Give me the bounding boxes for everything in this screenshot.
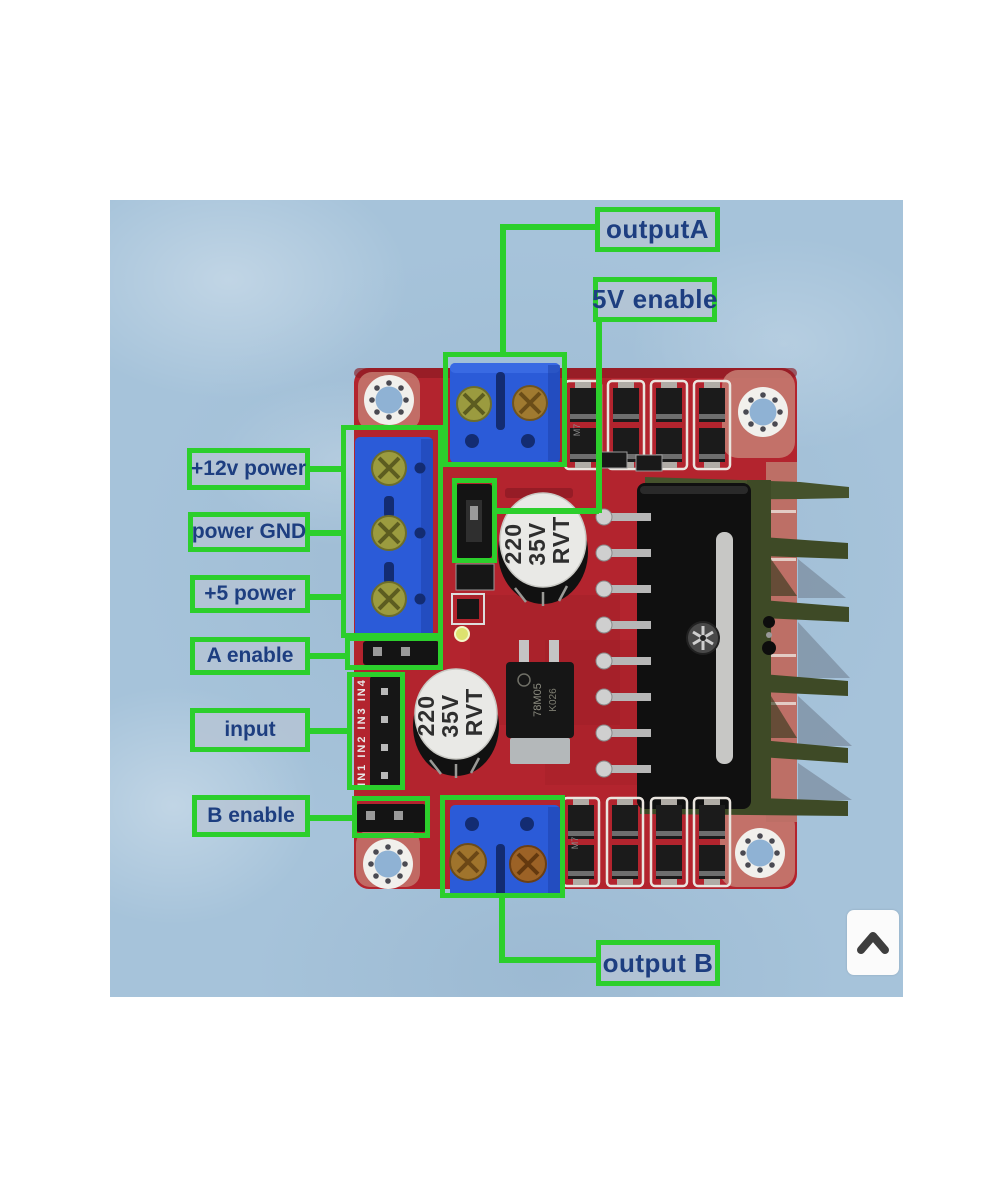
regulator-marking: 78M05 bbox=[532, 683, 544, 717]
chevron-up-icon bbox=[857, 931, 889, 954]
terminal-output-b bbox=[449, 805, 560, 898]
line-5v-enable-v bbox=[596, 322, 602, 513]
l298-chip bbox=[637, 483, 751, 809]
line-output-b-v bbox=[499, 898, 505, 963]
svg-text:M7: M7 bbox=[570, 837, 580, 850]
jumper-b-enable bbox=[356, 804, 426, 832]
label-12v-power: +12v power bbox=[187, 448, 310, 490]
terminal-output-a bbox=[450, 363, 560, 463]
small-components bbox=[451, 451, 663, 642]
led bbox=[454, 626, 470, 642]
svg-text:K026: K026 bbox=[548, 688, 559, 712]
annotation-box-output-b-terminal bbox=[440, 795, 565, 898]
line-5v-enable-h bbox=[497, 508, 599, 514]
line-b-enable bbox=[310, 815, 352, 821]
terminal-power bbox=[355, 437, 433, 637]
label-output-b: output B bbox=[596, 940, 720, 986]
label-5-power: +5 power bbox=[190, 575, 310, 613]
diode-row-top: M7 bbox=[563, 379, 732, 471]
svg-text:220 35V RV: 220 35V RVT bbox=[413, 686, 487, 737]
label-a-enable: A enable bbox=[190, 637, 310, 675]
scroll-top-button[interactable] bbox=[847, 910, 899, 975]
jumper-5v-enable bbox=[456, 484, 492, 558]
diode-marking: M7 bbox=[572, 424, 582, 437]
line-power-gnd bbox=[308, 530, 341, 536]
voltage-regulator: 78M05 K026 bbox=[506, 640, 574, 764]
annotation-box-power-terminal bbox=[341, 425, 443, 638]
line-input bbox=[310, 728, 347, 734]
input-silkscreen: IN1 IN2 IN3 IN4 bbox=[356, 678, 368, 786]
svg-text:220 35V RV: 220 35V RVT bbox=[500, 514, 574, 565]
label-input: input bbox=[190, 708, 310, 752]
input-header: IN1 IN2 IN3 IN4 bbox=[356, 676, 404, 788]
annotation-box-b-enable bbox=[352, 796, 430, 838]
line-output-b-h bbox=[499, 957, 596, 963]
label-output-a: outputA bbox=[595, 207, 720, 252]
diode-row-bottom: M7 bbox=[561, 796, 732, 888]
label-power-gnd: power GND bbox=[188, 512, 310, 552]
line-output-a-h bbox=[500, 224, 595, 230]
product-photo: M7 M7 bbox=[110, 200, 903, 997]
line-output-a-v bbox=[500, 224, 506, 352]
label-5v-enable: 5V enable bbox=[592, 277, 717, 322]
l298n-board-illustration: M7 M7 bbox=[354, 363, 852, 898]
capacitor-bottom: 220 35V RVT bbox=[413, 668, 499, 778]
heatsink bbox=[640, 477, 852, 816]
label-b-enable: B enable bbox=[192, 795, 310, 837]
line-12v-power bbox=[310, 466, 341, 472]
annotation-box-output-a-terminal bbox=[443, 352, 567, 467]
annotation-box-5v-jumper bbox=[452, 478, 497, 563]
chip-pins bbox=[595, 508, 651, 778]
annotation-box-input-header bbox=[347, 672, 405, 790]
jumper-a-enable bbox=[363, 641, 439, 665]
capacitor-top: 220 35V RVT bbox=[498, 492, 588, 606]
annotation-box-a-enable bbox=[345, 636, 443, 670]
line-a-enable bbox=[310, 653, 345, 659]
line-5-power bbox=[310, 594, 341, 600]
